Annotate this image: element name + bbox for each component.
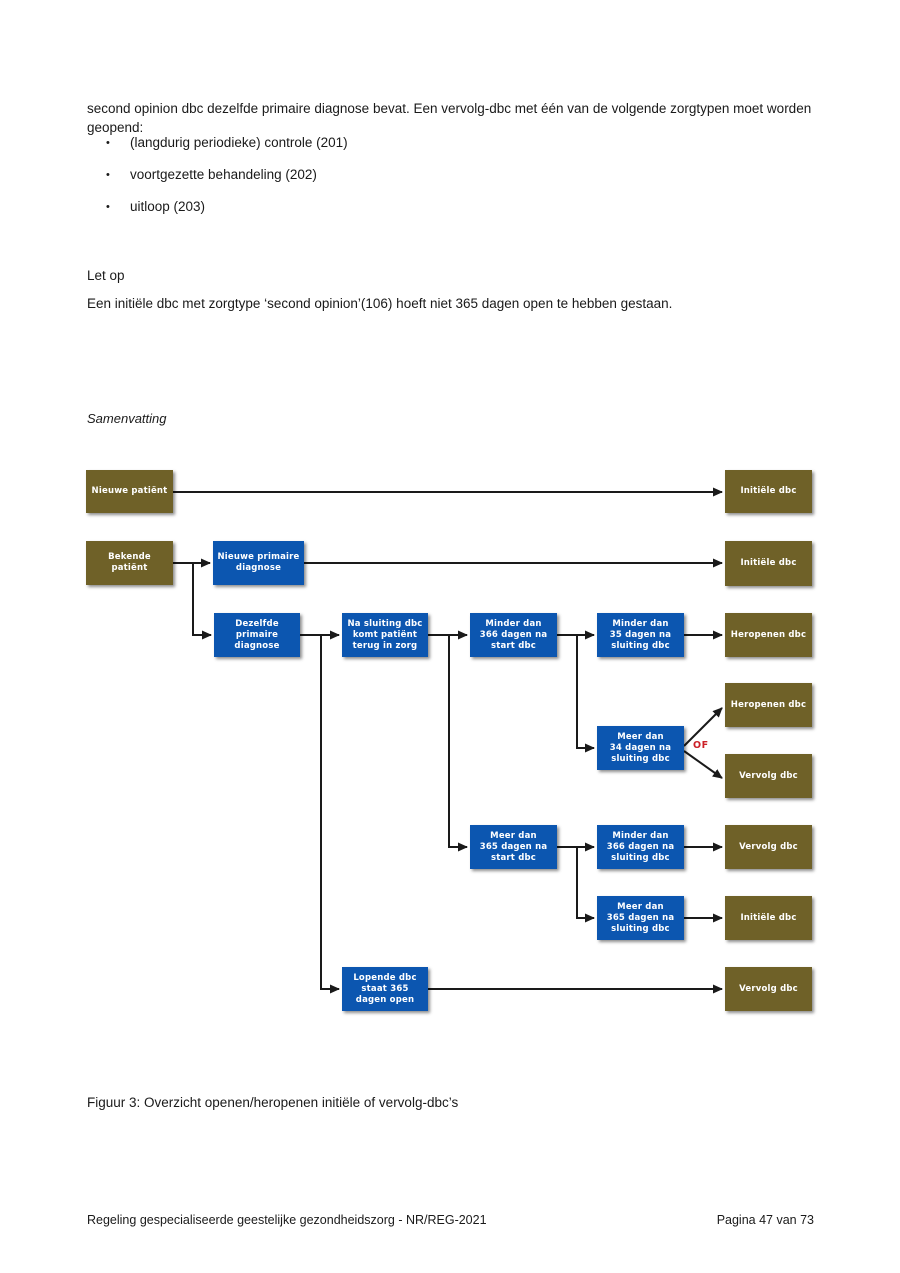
- footer-document-title: Regeling gespecialiseerde geestelijke ge…: [87, 1213, 487, 1227]
- of-branch-label: OF: [693, 740, 709, 751]
- flow-box-minder-366-dagen-sluiting: Minder dan 366 dagen na sluiting dbc: [597, 825, 684, 869]
- flow-box-meer-365-dagen-sluiting: Meer dan 365 dagen na sluiting dbc: [597, 896, 684, 940]
- flow-box-heropenen-dbc-1: Heropenen dbc: [725, 613, 812, 657]
- flow-box-bekende-patient: Bekende patiënt: [86, 541, 173, 585]
- flow-connector-arrow: [683, 750, 723, 779]
- list-item: • (langdurig periodieke) controle (201): [104, 135, 744, 151]
- flow-box-initiele-dbc-1: Initiële dbc: [725, 470, 812, 513]
- footer-page-number: Pagina 47 van 73: [716, 1213, 814, 1227]
- flow-box-na-sluiting-terug-in-zorg: Na sluiting dbc komt patiënt terug in zo…: [342, 613, 428, 657]
- flow-box-meer-34-dagen-sluiting: Meer dan 34 dagen na sluiting dbc: [597, 726, 684, 770]
- bullet-text: uitloop (203): [130, 199, 206, 214]
- flow-box-minder-366-dagen-start: Minder dan 366 dagen na start dbc: [470, 613, 557, 657]
- let-op-heading: Let op: [87, 268, 125, 283]
- bullet-icon: •: [106, 201, 110, 213]
- flow-box-nieuwe-primaire-diagnose: Nieuwe primaire diagnose: [213, 541, 304, 585]
- flow-box-heropenen-dbc-2: Heropenen dbc: [725, 683, 812, 727]
- bullet-text: (langdurig periodieke) controle (201): [130, 135, 348, 150]
- flow-box-initiele-dbc-3: Initiële dbc: [725, 896, 812, 940]
- flow-connector-arrow: [320, 635, 340, 994]
- let-op-text: Een initiële dbc met zorgtype ‘second op…: [87, 296, 673, 311]
- list-item: • uitloop (203): [104, 199, 744, 215]
- list-item: • voortgezette behandeling (202): [104, 167, 744, 183]
- intro-paragraph: second opinion dbc dezelfde primaire dia…: [87, 100, 812, 135]
- flow-box-nieuwe-patient: Nieuwe patiënt: [86, 470, 173, 513]
- flow-connector-arrow: [192, 563, 212, 640]
- flow-box-meer-365-dagen-start: Meer dan 365 dagen na start dbc: [470, 825, 557, 869]
- bullet-text: voortgezette behandeling (202): [130, 167, 317, 182]
- bullet-list: • (langdurig periodieke) controle (201) …: [104, 135, 744, 231]
- flow-connector-arrow: [576, 635, 595, 753]
- flow-box-dezelfde-primaire-diagnose: Dezelfde primaire diagnose: [214, 613, 300, 657]
- flow-box-minder-35-dagen-sluiting: Minder dan 35 dagen na sluiting dbc: [597, 613, 684, 657]
- samenvatting-heading: Samenvatting: [87, 411, 167, 426]
- flow-box-vervolg-dbc-1: Vervolg dbc: [725, 754, 812, 798]
- flow-box-lopende-dbc-365-open: Lopende dbc staat 365 dagen open: [342, 967, 428, 1011]
- bullet-icon: •: [106, 169, 110, 181]
- bullet-icon: •: [106, 137, 110, 149]
- flow-connector-arrow: [683, 707, 723, 747]
- flow-connector-arrow: [448, 635, 468, 852]
- flow-box-vervolg-dbc-2: Vervolg dbc: [725, 825, 812, 869]
- figure-caption: Figuur 3: Overzicht openen/heropenen ini…: [87, 1095, 459, 1110]
- flow-box-initiele-dbc-2: Initiële dbc: [725, 541, 812, 586]
- flow-connector-arrow: [576, 847, 595, 923]
- flow-box-vervolg-dbc-3: Vervolg dbc: [725, 967, 812, 1011]
